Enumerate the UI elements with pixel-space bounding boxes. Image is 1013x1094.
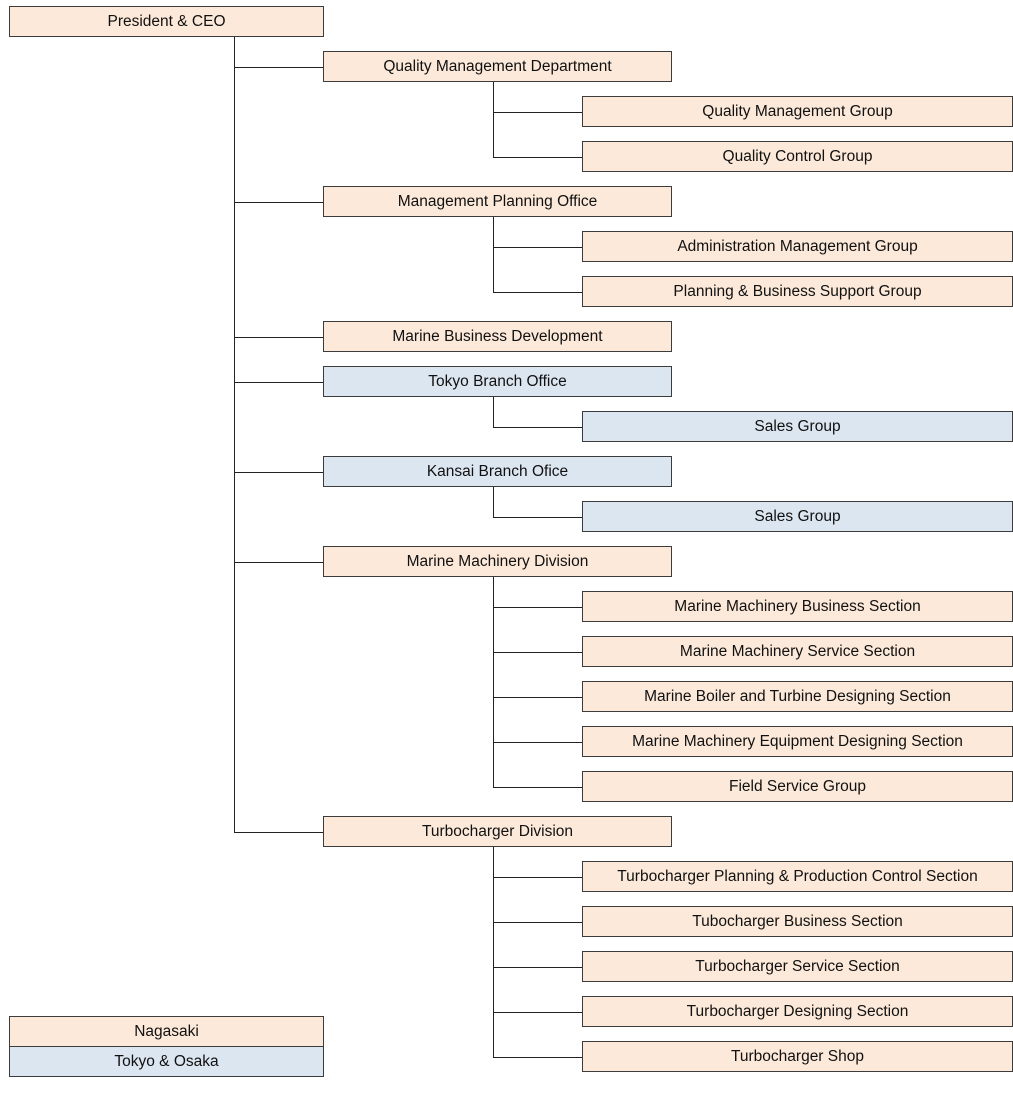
connector-group-field-service-group xyxy=(493,787,582,788)
connector-group-administration-management-group xyxy=(493,247,582,248)
connector-group-sales-group xyxy=(493,427,582,428)
group-box-turbocharger-designing-section: Turbocharger Designing Section xyxy=(582,996,1013,1027)
connector-group-quality-management-group xyxy=(493,112,582,113)
legend-nagasaki: Nagasaki xyxy=(9,1016,324,1048)
connector-dept-tokyo-branch-office xyxy=(234,382,323,383)
group-box-field-service-group: Field Service Group xyxy=(582,771,1013,802)
dept-box-marine-machinery-division: Marine Machinery Division xyxy=(323,546,672,577)
group-box-sales-group: Sales Group xyxy=(582,411,1013,442)
group-box-marine-boiler-and-turbine-designing-section: Marine Boiler and Turbine Designing Sect… xyxy=(582,681,1013,712)
trunk-line-president xyxy=(234,37,235,833)
connector-group-quality-control-group xyxy=(493,157,582,158)
dept-box-tokyo-branch-office: Tokyo Branch Office xyxy=(323,366,672,397)
group-box-quality-management-group: Quality Management Group xyxy=(582,96,1013,127)
connector-group-sales-group xyxy=(493,517,582,518)
dept-box-kansai-branch-ofice: Kansai Branch Ofice xyxy=(323,456,672,487)
connector-dept-turbocharger-division xyxy=(234,832,323,833)
group-box-marine-machinery-service-section: Marine Machinery Service Section xyxy=(582,636,1013,667)
branch-line-management-planning-office xyxy=(493,217,494,293)
connector-group-planning-and-business-support-group xyxy=(493,292,582,293)
president-box: President & CEO xyxy=(9,6,324,37)
connector-dept-management-planning-office xyxy=(234,202,323,203)
connector-dept-quality-management-department xyxy=(234,67,323,68)
group-box-turbocharger-service-section: Turbocharger Service Section xyxy=(582,951,1013,982)
group-box-sales-group: Sales Group xyxy=(582,501,1013,532)
group-box-quality-control-group: Quality Control Group xyxy=(582,141,1013,172)
connector-dept-marine-machinery-division xyxy=(234,562,323,563)
branch-line-marine-machinery-division xyxy=(493,577,494,788)
connector-group-marine-machinery-service-section xyxy=(493,652,582,653)
connector-dept-kansai-branch-ofice xyxy=(234,472,323,473)
connector-group-turbocharger-planning-and-production-control-section xyxy=(493,877,582,878)
connector-group-marine-boiler-and-turbine-designing-section xyxy=(493,697,582,698)
legend-tokyo-osaka: Tokyo & Osaka xyxy=(9,1046,324,1078)
branch-line-kansai-branch-ofice xyxy=(493,487,494,518)
branch-line-tokyo-branch-office xyxy=(493,397,494,428)
branch-line-turbocharger-division xyxy=(493,847,494,1058)
connector-group-turbocharger-service-section xyxy=(493,967,582,968)
group-box-administration-management-group: Administration Management Group xyxy=(582,231,1013,262)
connector-group-turbocharger-shop xyxy=(493,1057,582,1058)
connector-group-tubocharger-business-section xyxy=(493,922,582,923)
dept-box-management-planning-office: Management Planning Office xyxy=(323,186,672,217)
branch-line-quality-management-department xyxy=(493,82,494,158)
group-box-planning-and-business-support-group: Planning & Business Support Group xyxy=(582,276,1013,307)
dept-box-quality-management-department: Quality Management Department xyxy=(323,51,672,82)
group-box-marine-machinery-business-section: Marine Machinery Business Section xyxy=(582,591,1013,622)
group-box-turbocharger-planning-and-production-control-section: Turbocharger Planning & Production Contr… xyxy=(582,861,1013,892)
group-box-marine-machinery-equipment-designing-section: Marine Machinery Equipment Designing Sec… xyxy=(582,726,1013,757)
group-box-tubocharger-business-section: Tubocharger Business Section xyxy=(582,906,1013,937)
connector-dept-marine-business-development xyxy=(234,337,323,338)
dept-box-marine-business-development: Marine Business Development xyxy=(323,321,672,352)
dept-box-turbocharger-division: Turbocharger Division xyxy=(323,816,672,847)
group-box-turbocharger-shop: Turbocharger Shop xyxy=(582,1041,1013,1072)
connector-group-marine-machinery-equipment-designing-section xyxy=(493,742,582,743)
connector-group-marine-machinery-business-section xyxy=(493,607,582,608)
connector-group-turbocharger-designing-section xyxy=(493,1012,582,1013)
